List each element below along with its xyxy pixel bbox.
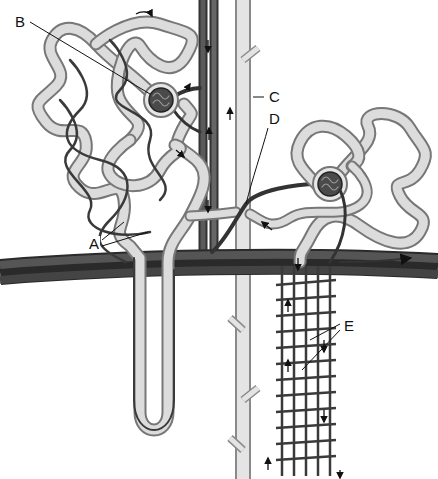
interlobular-vessels [203, 0, 214, 268]
vasa-recta [276, 266, 336, 476]
leader-lines [30, 22, 340, 370]
callout-letter: C [268, 89, 281, 105]
right-nephron [212, 114, 425, 263]
callout-letter: A [88, 236, 100, 252]
callout-letter: D [268, 111, 281, 127]
left-nephron [38, 22, 236, 430]
callout-letter: B [14, 14, 26, 30]
flow-arrows [136, 12, 340, 478]
arcuate-vessels [0, 255, 438, 280]
collecting-duct [230, 0, 258, 479]
callout-letter: E [343, 318, 355, 334]
